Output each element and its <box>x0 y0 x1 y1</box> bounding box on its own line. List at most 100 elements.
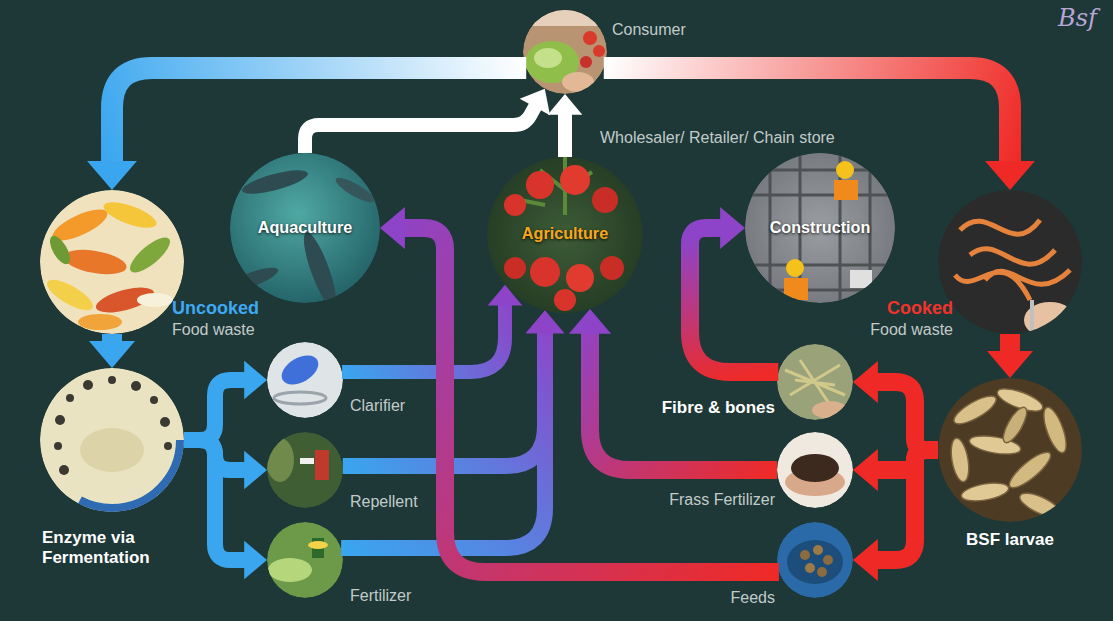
flow-band <box>690 228 778 372</box>
arrow-head <box>987 351 1033 378</box>
node-label: Uncooked <box>172 298 292 320</box>
flow-band <box>558 113 572 157</box>
agriculture-photo <box>530 257 560 287</box>
construction-photo <box>745 153 895 303</box>
arrow-head <box>244 541 267 579</box>
node-label: Fibre & bones <box>640 398 775 418</box>
fertilizer-photo <box>267 522 343 598</box>
node-label: Repellent <box>350 492 450 511</box>
fermentation-photo <box>83 380 93 390</box>
arrow-head <box>985 161 1035 190</box>
fermentation-photo <box>54 442 62 450</box>
node-label: Enzyme via Fermentation <box>42 528 202 569</box>
arrow-head <box>520 89 550 116</box>
flow-arrow <box>548 94 583 157</box>
feeds-photo <box>823 555 833 565</box>
flow-arrow <box>690 207 778 372</box>
fermentation-photo <box>160 417 170 427</box>
flow-band <box>112 68 526 164</box>
node-label: Consumer <box>612 20 732 39</box>
repellent-photo <box>266 438 294 482</box>
agriculture-photo <box>526 171 554 199</box>
flow-arrow <box>89 334 135 368</box>
larvae-photo <box>1017 488 1064 521</box>
food-waste-photo <box>62 246 129 279</box>
consumer-photo <box>534 48 562 68</box>
photo-circle: BSF larvae <box>938 378 1082 522</box>
fermentation-photo <box>40 368 184 512</box>
node-label: BSF larvae <box>935 530 1085 550</box>
feeds-photo <box>777 522 853 598</box>
consumer-photo <box>580 56 592 68</box>
photo-circle: Construction <box>745 153 895 303</box>
arrow-head <box>488 285 523 306</box>
photo-circle: Agriculture <box>487 157 643 313</box>
larvae-photo <box>938 378 1082 522</box>
flow-band <box>590 331 777 470</box>
clarifier-photo <box>267 342 343 418</box>
arrow-head <box>244 361 267 399</box>
feeds-photo <box>777 522 853 598</box>
flow-band <box>342 304 505 373</box>
fertilizer-photo <box>308 541 328 549</box>
arrow-head <box>244 451 267 489</box>
fibre-photo <box>777 344 853 420</box>
flow-arrow <box>853 450 938 581</box>
construction-photo <box>834 180 858 200</box>
agriculture-photo <box>566 264 594 292</box>
feeds-photo <box>787 540 843 584</box>
photo-circle: CookedFood waste <box>938 190 1082 334</box>
aquaculture-photo <box>219 263 280 297</box>
food-waste-photo <box>101 197 160 233</box>
construction-photo <box>745 153 895 303</box>
cooked-waste-photo <box>938 190 1082 338</box>
fermentation-photo <box>59 465 69 475</box>
larvae-photo <box>948 437 971 483</box>
agriculture-photo <box>600 256 624 280</box>
stage-label: Wholesaler/ Retailer/ Chain store <box>600 128 880 147</box>
larvae-photo <box>1039 405 1070 456</box>
clarifier-photo <box>277 350 324 391</box>
arrow-head <box>380 207 405 249</box>
node-label: Food waste <box>172 320 292 339</box>
fermentation-photo <box>150 396 158 404</box>
flow-arrow <box>184 361 267 440</box>
photo-circle: Fertilizer <box>267 522 343 598</box>
consumer-photo <box>593 45 605 57</box>
construction-photo <box>786 259 804 277</box>
agriculture-photo <box>520 157 592 215</box>
fermentation-photo <box>40 368 184 512</box>
photo-circle: Consumer <box>523 10 607 94</box>
food-waste-photo <box>46 233 74 268</box>
flow-arrow <box>380 207 779 572</box>
node-label: Aquaculture <box>230 218 380 237</box>
node-label: Clarifier <box>350 396 450 415</box>
node-label: Construction <box>745 218 895 237</box>
larvae-photo <box>999 404 1031 446</box>
photo-circle: UncookedFood waste <box>40 190 184 334</box>
aquaculture-photo <box>228 182 240 200</box>
frass-photo <box>777 432 853 508</box>
feeds-photo <box>817 567 827 577</box>
photo-circle: Fibre & bones <box>777 344 853 420</box>
fermentation-photo <box>55 415 65 425</box>
frass-photo <box>777 432 853 508</box>
consumer-photo <box>562 72 594 92</box>
photo-circle: Feeds <box>777 522 853 598</box>
feeds-photo <box>813 545 823 555</box>
feeds-photo <box>805 563 815 573</box>
flow-band <box>184 380 247 440</box>
agriculture-photo <box>504 257 526 279</box>
node-label: Feeds <box>680 588 775 607</box>
larvae-photo <box>1005 447 1055 493</box>
food-waste-photo <box>137 293 173 307</box>
aquaculture-photo <box>333 174 377 206</box>
agriculture-photo <box>560 165 590 195</box>
larvae-photo <box>960 480 1010 504</box>
food-waste-photo <box>43 274 97 316</box>
fermentation-photo <box>164 442 172 450</box>
repellent-photo <box>266 432 343 508</box>
fermentation-photo <box>80 428 144 472</box>
fermentation-photo <box>131 381 141 391</box>
fermentation-photo <box>108 376 116 384</box>
